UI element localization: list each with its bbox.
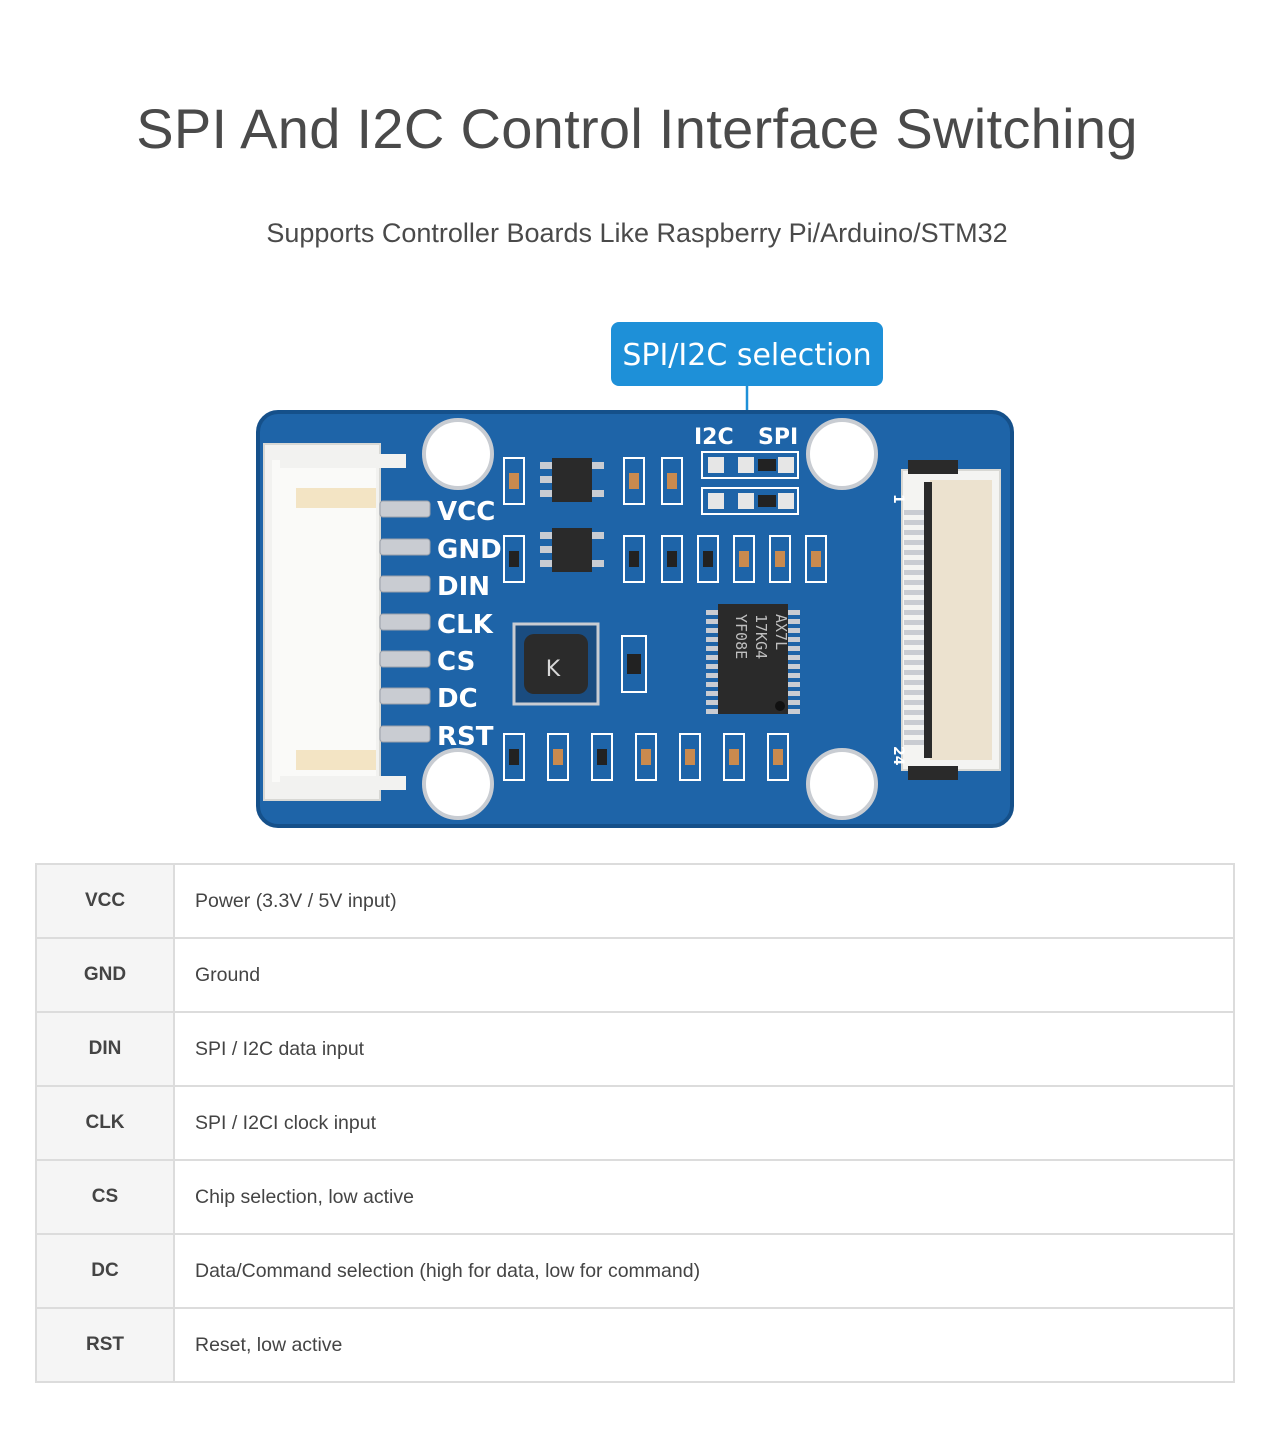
selector-pads	[701, 451, 799, 515]
board-illustration: SPI/I2C selection	[250, 318, 1030, 838]
table-row: DC Data/Command selection (high for data…	[35, 1233, 1235, 1309]
table-row: VCC Power (3.3V / 5V input)	[35, 863, 1235, 939]
table-row: GND Ground	[35, 937, 1235, 1013]
small-chips	[552, 458, 592, 572]
fpc-pin-label-last: 24	[890, 746, 906, 766]
switch-label-spi: SPI	[758, 425, 798, 450]
passive-components	[503, 457, 827, 781]
pin-description: SPI / I2CI clock input	[173, 1085, 1235, 1161]
pin-name: CS	[35, 1159, 175, 1235]
pin-description: Data/Command selection (high for data, l…	[173, 1233, 1235, 1309]
page-subtitle: Supports Controller Boards Like Raspberr…	[266, 218, 1008, 248]
pin-name: CLK	[35, 1085, 175, 1161]
ic-marking-1: YF08E	[732, 614, 750, 659]
pin-label-dc: DC	[437, 684, 478, 714]
switch-label-i2c: I2C	[694, 425, 734, 450]
pin-label-vcc: VCC	[437, 497, 495, 527]
pin-table: VCC Power (3.3V / 5V input) GND Ground D…	[35, 863, 1235, 1383]
pin-name: DIN	[35, 1011, 175, 1087]
table-row: CS Chip selection, low active	[35, 1159, 1235, 1235]
fpc-pin-label-first: 1	[890, 494, 906, 504]
callout-box	[611, 322, 883, 386]
pin-description: Power (3.3V / 5V input)	[173, 863, 1235, 939]
pin-label-din: DIN	[437, 572, 490, 602]
ic-pins	[706, 610, 800, 714]
pin-name: DC	[35, 1233, 175, 1309]
inductor-marking: K	[546, 657, 561, 682]
pin-name: RST	[35, 1307, 175, 1383]
table-row: CLK SPI / I2CI clock input	[35, 1085, 1235, 1161]
ic-marking-2: 17KG4	[752, 614, 770, 659]
page-title: SPI And I2C Control Interface Switching	[136, 97, 1138, 160]
pcb	[258, 412, 1012, 826]
transistor	[621, 635, 647, 693]
header-pin-pads	[379, 500, 431, 743]
pin-description: SPI / I2C data input	[173, 1011, 1235, 1087]
table-row: RST Reset, low active	[35, 1307, 1235, 1383]
mounting-holes	[422, 418, 878, 820]
pin-name: VCC	[35, 863, 175, 939]
callout-label: SPI/I2C selection	[622, 338, 871, 373]
pin-description: Chip selection, low active	[173, 1159, 1235, 1235]
header-connector	[263, 443, 406, 801]
pin-description: Reset, low active	[173, 1307, 1235, 1383]
pin-label-cs: CS	[437, 647, 475, 677]
fpc-pins	[904, 510, 924, 745]
pin-description: Ground	[173, 937, 1235, 1013]
inductor: K	[512, 622, 600, 706]
main-ic: YF08E 17KG4 AX7L	[718, 604, 790, 714]
pin-label-clk: CLK	[437, 610, 494, 640]
ic-marking-3: AX7L	[772, 614, 790, 650]
table-row: DIN SPI / I2C data input	[35, 1011, 1235, 1087]
pin-name: GND	[35, 937, 175, 1013]
pin-label-rst: RST	[437, 722, 494, 752]
pin-label-gnd: GND	[437, 535, 502, 565]
